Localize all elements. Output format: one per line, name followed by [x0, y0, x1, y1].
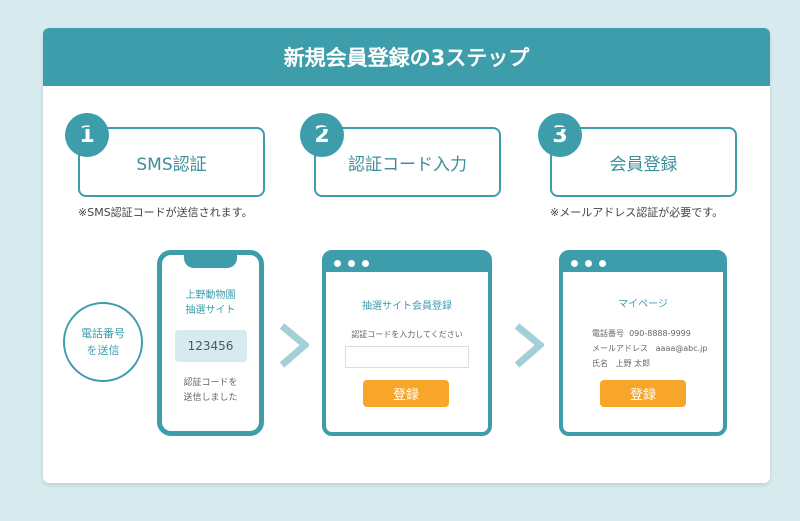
- email-value: aaaa@abc.jp: [655, 344, 708, 353]
- name-value: 上野 太郎: [615, 359, 651, 368]
- phone-site-name: 上野動物園 抽選サイト: [162, 288, 259, 318]
- step-number-1: 1: [65, 113, 109, 157]
- profile-info: 電話番号 090-8888-9999 メールアドレス aaaa@abc.jp 氏…: [563, 326, 723, 371]
- step-1-box: SMS認証: [78, 127, 265, 197]
- phone-value: 090-8888-9999: [629, 329, 691, 338]
- site-line2: 抽選サイト: [185, 305, 236, 316]
- site-line1: 上野動物園: [185, 290, 236, 301]
- step-1-note: ※SMS認証コードが送信されます。: [78, 206, 253, 219]
- register-button[interactable]: 登録: [363, 380, 449, 407]
- phone-label: 電話番号: [592, 329, 624, 338]
- sms-code: 123456: [174, 330, 247, 362]
- step-3-box: 会員登録: [550, 127, 737, 197]
- msg-line1: 認証コードを: [183, 378, 238, 388]
- msg-line2: 送信しました: [183, 393, 238, 403]
- step-2-box: 認証コード入力: [314, 127, 501, 197]
- send-circle-line1: 電話番号: [81, 327, 125, 340]
- send-circle-line2: を送信: [86, 344, 120, 357]
- code-prompt: 認証コードを入力してください: [351, 330, 463, 339]
- phone-message: 認証コードを 送信しました: [162, 376, 259, 406]
- browser-mockup-code-entry: 抽選サイト会員登録 認証コードを入力してください 登録: [322, 250, 492, 436]
- chevron-right-icon: [279, 323, 309, 368]
- phone-mockup: 上野動物園 抽選サイト 123456 認証コードを 送信しました: [157, 250, 264, 436]
- chevron-right-icon: [514, 323, 544, 368]
- step-3-note: ※メールアドレス認証が必要です。: [550, 206, 724, 219]
- steps-card: 新規会員登録の3ステップ 1 SMS認証 2 認証コード入力 3 会員登録 ※S…: [43, 28, 770, 483]
- phone-notch: [184, 254, 237, 268]
- send-phone-circle: 電話番号 を送信: [63, 302, 143, 382]
- register-button[interactable]: 登録: [600, 380, 686, 407]
- page-title: 新規会員登録の3ステップ: [43, 28, 770, 86]
- browser-mockup-mypage: マイページ 電話番号 090-8888-9999 メールアドレス aaaa@ab…: [559, 250, 727, 436]
- code-input[interactable]: [345, 346, 469, 368]
- browser1-title: 抽選サイト会員登録: [362, 301, 452, 312]
- mypage-title: マイページ: [618, 299, 668, 310]
- browser-titlebar: [563, 254, 723, 272]
- email-label: メールアドレス: [592, 344, 648, 353]
- browser-titlebar: [326, 254, 488, 272]
- name-label: 氏名: [592, 359, 608, 368]
